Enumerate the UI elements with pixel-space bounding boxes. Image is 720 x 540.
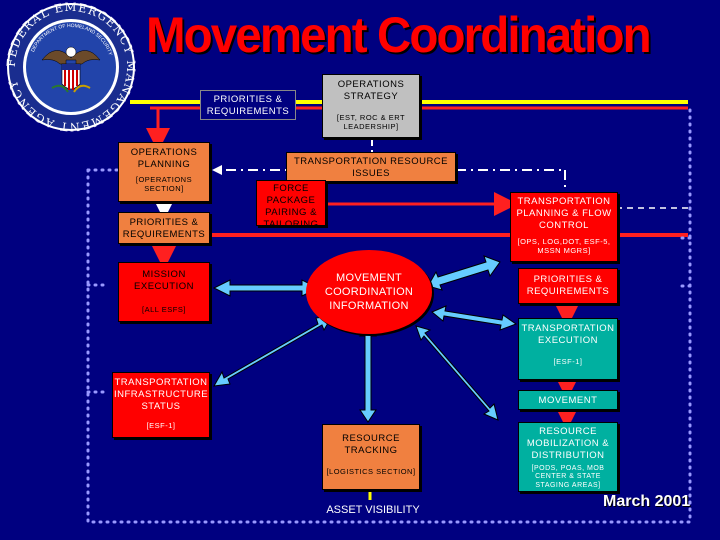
priorities-requirements-left: PRIORITIES & REQUIREMENTS	[118, 212, 210, 244]
transport-infra-label: TRANSPORTATION INFRASTRUCTURE STATUS	[113, 377, 209, 412]
priorities-requirements-top: PRIORITIES & REQUIREMENTS	[200, 90, 296, 120]
mission-execution-sub: [ALL ESFs]	[142, 304, 186, 314]
resource-tracking-label: RESOURCE TRACKING	[342, 433, 400, 456]
cyan-arrows	[212, 255, 518, 423]
movement-box: MOVEMENT	[518, 390, 618, 410]
transport-execution-sub: [ESF-1]	[553, 356, 583, 366]
ops-strategy-sub: [EST, ROC & ERT LEADERSHIP]	[336, 112, 406, 132]
mission-execution-box: MISSION EXECUTION [ALL ESFs]	[118, 262, 210, 322]
page-title: Movement Coordination	[146, 7, 652, 63]
transport-planning-sub: [OPS, LOG,DoT, ESF-5, MSSN MGRS]	[517, 236, 611, 255]
resource-tracking-sub: [LOGISTICS SECTION]	[326, 466, 416, 476]
resource-mobilization-label: RESOURCE MOBILIZATION & DISTRIBUTION	[526, 426, 610, 461]
resource-mobilization-box: RESOURCE MOBILIZATION & DISTRIBUTION [PO…	[518, 422, 618, 492]
transport-execution-label: TRANSPORTATION EXECUTION	[521, 323, 615, 346]
transport-infra-sub: [ESF-1]	[146, 420, 176, 430]
dotted-feedback-frame	[86, 108, 692, 524]
transport-planning-label: TRANSPORTATION PLANNING & FLOW CONTROL	[516, 196, 612, 231]
resource-mobilization-sub: [PODs, POAs, MOB CENTER & STATE STAGING …	[531, 464, 605, 490]
mission-execution-label: MISSION EXECUTION	[134, 269, 194, 292]
operations-strategy-box: OPERATIONS STRATEGY [EST, ROC & ERT LEAD…	[322, 74, 420, 138]
date-label: March 2001	[603, 493, 691, 510]
movement-coordination-ellipse: MOVEMENT COORDINATION INFORMATION	[306, 250, 432, 334]
transportation-execution-box: TRANSPORTATION EXECUTION [ESF-1]	[518, 318, 618, 380]
seal-graphic: FEDERAL EMERGENCY MANAGEMENT AGENCY DEPA…	[4, 0, 137, 134]
resource-tracking-box: RESOURCE TRACKING [LOGISTICS SECTION]	[322, 424, 420, 490]
transportation-resource-issues-box: TRANSPORTATION RESOURCE ISSUES	[286, 152, 456, 182]
fema-seal: FEDERAL EMERGENCY MANAGEMENT AGENCY DEPA…	[2, 0, 140, 134]
ops-planning-sub: [OPERATIONS SECTION]	[135, 174, 193, 194]
priorities-requirements-right: PRIORITIES & REQUIREMENTS	[518, 268, 618, 304]
movement-coordination-label: MOVEMENT COORDINATION INFORMATION	[324, 271, 414, 313]
asset-visibility-label: ASSET VISIBILITY	[326, 504, 420, 516]
ops-planning-label: OPERATIONS PLANNING	[130, 147, 198, 170]
transportation-planning-box: TRANSPORTATION PLANNING & FLOW CONTROL […	[510, 192, 618, 262]
operations-planning-box: OPERATIONS PLANNING [OPERATIONS SECTION]	[118, 142, 210, 202]
ops-strategy-label: OPERATIONS STRATEGY	[337, 79, 405, 102]
transportation-infrastructure-box: TRANSPORTATION INFRASTRUCTURE STATUS [ES…	[112, 372, 210, 438]
force-package-box: FORCE PACKAGE PAIRING & TAILORING	[256, 180, 326, 230]
